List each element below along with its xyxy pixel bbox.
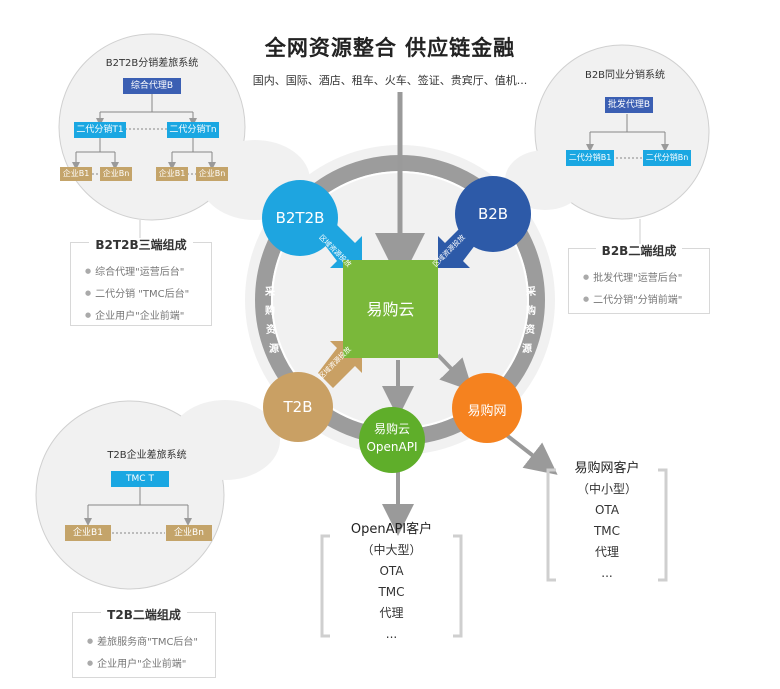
t2b-bottom-box-1: 企业B1 [65, 525, 111, 541]
b2t2b-legend: B2T2B三端组成 综合代理"运营后台" 二代分销 "TMC后台" 企业用户"企… [70, 238, 212, 327]
t2b-legend: T2B二端组成 差旅服务商"TMC后台" 企业用户"企业前端" [72, 608, 216, 678]
ring-right-4: 源 [522, 344, 532, 355]
openapi-customers-title: OpenAPI客户 [350, 522, 433, 537]
b2t2b-legend-title: B2T2B三端组成 [89, 238, 193, 252]
openapi-customer-item: ... [385, 627, 398, 641]
yigou-customer-item: TMC [593, 524, 621, 538]
yigou-bracket-left [546, 468, 556, 582]
yigou-customer-item: 代理 [594, 545, 619, 559]
b2b-legend-item: 二代分销"分销前端" [583, 289, 682, 311]
yigou-node [452, 373, 522, 443]
b2b-legend-title: B2B二端组成 [595, 244, 683, 258]
yigou-customers: 易购网客户 （中小型） OTA TMC 代理 ... [556, 458, 658, 584]
hub-square [343, 260, 438, 358]
b2t2b-legend-item: 综合代理"运营后台" [85, 261, 189, 283]
yigou-customer-item: OTA [594, 503, 620, 517]
b2b-node [455, 176, 531, 252]
b2b-node-label: B2B [477, 205, 509, 223]
b2t2b-system-name: B2T2B分销差旅系统 [105, 58, 199, 69]
openapi-customer-item: TMC [378, 585, 405, 599]
yigou-customer-item: （中小型） [576, 482, 637, 496]
t2b-legend-title: T2B二端组成 [101, 608, 187, 622]
b2t2b-bottom-box-3: 企业B1 [156, 167, 188, 181]
page-title: 全网资源整合 供应链金融 [264, 36, 516, 60]
t2b-system-name: T2B企业差旅系统 [107, 450, 187, 461]
openapi-customer-item: OTA [379, 564, 404, 578]
b2t2b-mid-box-1: 二代分销T1 [74, 122, 126, 138]
b2t2b-node [262, 180, 338, 256]
openapi-node-label-1: 易购云 [373, 422, 410, 436]
openapi-bracket-left [320, 534, 330, 638]
b2t2b-legend-item: 二代分销 "TMC后台" [85, 283, 189, 305]
ring-right-3: 资 [525, 325, 535, 336]
t2b-node-label: T2B [283, 398, 313, 416]
b2b-system-name: B2B同业分销系统 [584, 70, 666, 81]
ring-right-2: 购 [526, 306, 536, 317]
t2b-legend-item: 差旅服务商"TMC后台" [87, 631, 198, 653]
b2b-legend-item: 批发代理"运营后台" [583, 267, 682, 289]
b2t2b-bottom-box-4: 企业Bn [196, 167, 228, 181]
ring-left-1: 采 [265, 287, 275, 298]
t2b-bottom-box-2: 企业Bn [166, 525, 212, 541]
ring-left-2: 购 [265, 306, 275, 317]
page-subtitle: 国内、国际、酒店、租车、火车、签证、贵宾厅、值机... [252, 74, 528, 87]
b2b-bottom-box-2: 二代分销Bn [643, 150, 691, 166]
t2b-legend-item: 企业用户"企业前端" [87, 653, 198, 675]
openapi-bracket-right [453, 534, 463, 638]
openapi-customer-item: 代理 [379, 606, 404, 620]
ring-left-4: 源 [269, 344, 279, 355]
b2b-top-box: 批发代理B [605, 97, 653, 113]
hub-label: 易购云 [366, 300, 415, 319]
yigou-node-label: 易购网 [467, 404, 507, 419]
b2t2b-bottom-box-1: 企业B1 [60, 167, 92, 181]
t2b-node [263, 372, 333, 442]
yigou-customer-item: ... [601, 566, 613, 580]
openapi-node [359, 407, 425, 473]
ring-right-1: 采 [526, 287, 536, 298]
b2t2b-node-label: B2T2B [275, 209, 325, 227]
openapi-customer-item: （中大型） [361, 543, 422, 557]
ring-left-3: 资 [266, 325, 276, 336]
yigou-customers-title: 易购网客户 [574, 461, 640, 476]
b2b-legend: B2B二端组成 批发代理"运营后台" 二代分销"分销前端" [568, 244, 710, 314]
b2t2b-legend-item: 企业用户"企业前端" [85, 305, 189, 327]
openapi-customers: OpenAPI客户 （中大型） OTA TMC 代理 ... [330, 519, 453, 645]
openapi-node-label-2: OpenAPI [366, 440, 418, 454]
yigou-bracket-right [658, 468, 668, 582]
b2t2b-top-box: 综合代理B [123, 78, 181, 94]
t2b-top-box: TMC T [111, 471, 169, 487]
b2t2b-bottom-box-2: 企业Bn [100, 167, 132, 181]
b2b-bottom-box-1: 二代分销B1 [566, 150, 614, 166]
b2t2b-mid-box-2: 二代分销Tn [167, 122, 219, 138]
